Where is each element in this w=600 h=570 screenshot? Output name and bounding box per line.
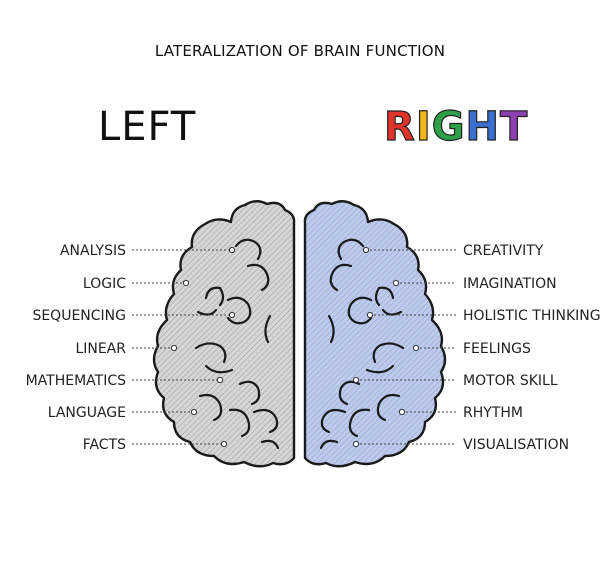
right-heading-letter: T	[499, 103, 529, 150]
right-hemisphere	[303, 200, 447, 468]
right-hemisphere-outline	[303, 200, 447, 468]
left-labels: ANALYSIS LOGIC SEQUENCING LINEAR MATHEMATICS…	[26, 243, 236, 453]
right-label: CREATIVITY	[463, 243, 544, 259]
right-gyri	[319, 238, 405, 450]
right-leader-dot	[398, 408, 406, 416]
right-label: VISUALISATION	[463, 437, 569, 453]
left-leader-dot	[182, 279, 190, 287]
left-hemisphere-outline	[152, 200, 296, 468]
right-label: MOTOR SKILL	[463, 373, 558, 389]
right-labels: CREATIVITY IMAGINATION HOLISTIC THINKING FE…	[352, 243, 600, 453]
right-heading-letter: R	[383, 103, 416, 150]
left-leader-dot	[170, 344, 178, 352]
right-heading-letter: I	[415, 103, 432, 150]
left-leader-dot	[190, 408, 198, 416]
left-leader-dot	[228, 311, 236, 319]
left-leader-dot	[228, 246, 236, 254]
left-hemisphere-heading: LEFT	[98, 104, 197, 150]
right-leader-dot	[366, 311, 374, 319]
right-leader-dot	[352, 440, 360, 448]
left-label: LOGIC	[83, 276, 126, 292]
left-label: ANALYSIS	[60, 243, 126, 259]
left-label: LANGUAGE	[48, 405, 126, 421]
left-label: FACTS	[83, 437, 126, 453]
right-leader-dot	[412, 344, 420, 352]
right-heading-letter: G	[431, 103, 466, 150]
diagram-title: LATERALIZATION OF BRAIN FUNCTION	[154, 42, 446, 60]
right-label: IMAGINATION	[463, 276, 557, 292]
left-label: SEQUENCING	[32, 308, 126, 324]
right-label: FEELINGS	[463, 341, 531, 357]
right-leader-dot	[352, 376, 360, 384]
right-heading-letter: H	[465, 103, 501, 150]
right-leader-dot	[392, 279, 400, 287]
left-leader-dot	[220, 440, 228, 448]
right-leader-dot	[362, 246, 370, 254]
right-label: HOLISTIC THINKING	[463, 308, 600, 324]
left-hemisphere	[152, 200, 296, 468]
right-label: RHYTHM	[463, 405, 523, 421]
left-label: MATHEMATICS	[26, 373, 127, 389]
left-leader-dot	[216, 376, 224, 384]
right-hemisphere-heading: RIGHT	[383, 103, 529, 150]
left-label: LINEAR	[75, 341, 126, 357]
